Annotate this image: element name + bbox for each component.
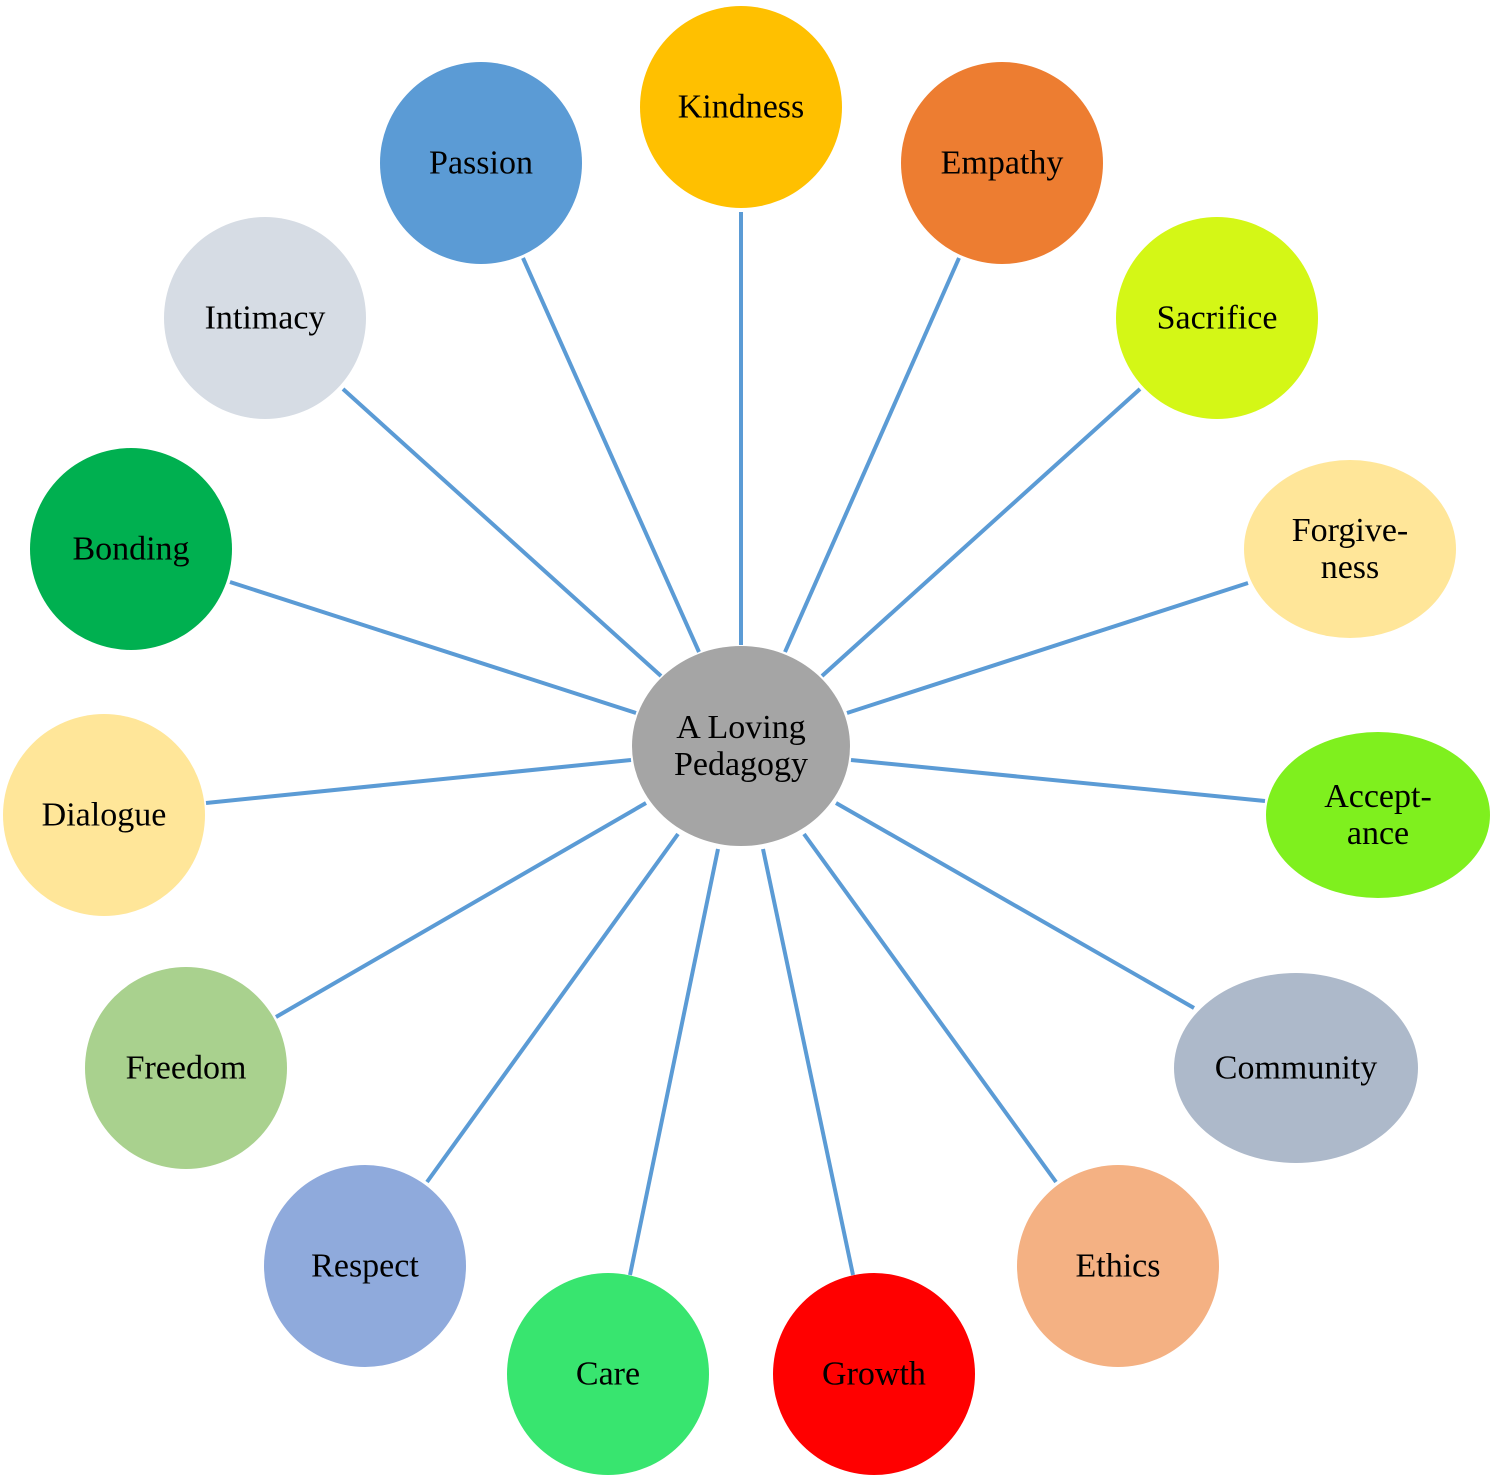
node-growth-circle xyxy=(773,1273,975,1475)
center-node-label-line-1: A Loving xyxy=(676,709,805,746)
node-forgiveness-label-line-2: ness xyxy=(1321,549,1380,586)
node-kindness-circle xyxy=(640,6,842,208)
node-respect-label: Respect xyxy=(311,1248,419,1285)
node-bonding: Bonding xyxy=(30,448,232,650)
node-forgiveness-circle xyxy=(1244,460,1456,638)
node-care-label: Care xyxy=(576,1356,640,1393)
node-passion-circle xyxy=(380,62,582,264)
node-ethics-circle xyxy=(1017,1165,1219,1367)
node-sacrifice-circle xyxy=(1116,217,1318,419)
node-respect-circle xyxy=(264,1165,466,1367)
spoke-lines xyxy=(205,212,1266,1276)
spoke-intimacy xyxy=(341,387,663,678)
node-growth-label: Growth xyxy=(822,1356,926,1393)
node-intimacy-label: Intimacy xyxy=(205,300,326,337)
spoke-sacrifice xyxy=(820,387,1142,678)
concept-nodes: KindnessEmpathySacrificeForgive-nessAcce… xyxy=(3,6,1490,1475)
node-kindness: Kindness xyxy=(640,6,842,208)
spoke-respect xyxy=(425,832,680,1184)
node-community-circle xyxy=(1174,973,1418,1163)
spoke-ethics xyxy=(802,832,1058,1184)
node-dialogue: Dialogue xyxy=(3,714,205,916)
node-freedom-label: Freedom xyxy=(126,1050,247,1087)
spoke-passion xyxy=(521,257,701,653)
node-respect: Respect xyxy=(264,1165,466,1367)
node-acceptance: Accept-ance xyxy=(1266,732,1490,898)
spoke-community xyxy=(835,801,1195,1010)
spoke-forgiveness xyxy=(846,581,1249,715)
node-sacrifice: Sacrifice xyxy=(1116,217,1318,419)
spoke-freedom xyxy=(274,801,648,1019)
node-acceptance-circle xyxy=(1266,732,1490,898)
node-freedom-circle xyxy=(85,967,287,1169)
center-node-label-line-2: Pedagogy xyxy=(674,746,808,783)
node-community-label: Community xyxy=(1215,1050,1377,1087)
node-forgiveness: Forgive-ness xyxy=(1244,460,1456,638)
node-empathy-circle xyxy=(901,62,1103,264)
node-freedom: Freedom xyxy=(85,967,287,1169)
node-intimacy: Intimacy xyxy=(164,217,366,419)
node-community: Community xyxy=(1174,973,1418,1163)
node-passion-label: Passion xyxy=(429,145,533,182)
node-care-circle xyxy=(507,1273,709,1475)
node-sacrifice-label: Sacrifice xyxy=(1157,300,1278,337)
node-passion: Passion xyxy=(380,62,582,264)
center-node-circle xyxy=(632,646,850,846)
spoke-care xyxy=(628,848,720,1276)
node-acceptance-label-line-1: Accept- xyxy=(1324,778,1432,815)
node-dialogue-circle xyxy=(3,714,205,916)
node-empathy: Empathy xyxy=(901,62,1103,264)
node-bonding-label: Bonding xyxy=(72,531,189,568)
node-ethics: Ethics xyxy=(1017,1165,1219,1367)
node-ethics-label: Ethics xyxy=(1076,1248,1161,1285)
spoke-dialogue xyxy=(205,758,632,805)
node-care: Care xyxy=(507,1273,709,1475)
node-dialogue-label: Dialogue xyxy=(42,797,167,834)
node-intimacy-circle xyxy=(164,217,366,419)
spoke-empathy xyxy=(783,257,961,653)
node-bonding-circle xyxy=(30,448,232,650)
node-growth: Growth xyxy=(773,1273,975,1475)
spoke-bonding xyxy=(229,580,637,715)
node-kindness-label: Kindness xyxy=(678,89,805,126)
node-forgiveness-label-line-1: Forgive- xyxy=(1292,512,1408,549)
spoke-growth xyxy=(761,848,855,1276)
node-empathy-label: Empathy xyxy=(941,145,1064,182)
spoke-acceptance xyxy=(850,758,1266,803)
node-acceptance-label-line-2: ance xyxy=(1347,815,1409,852)
